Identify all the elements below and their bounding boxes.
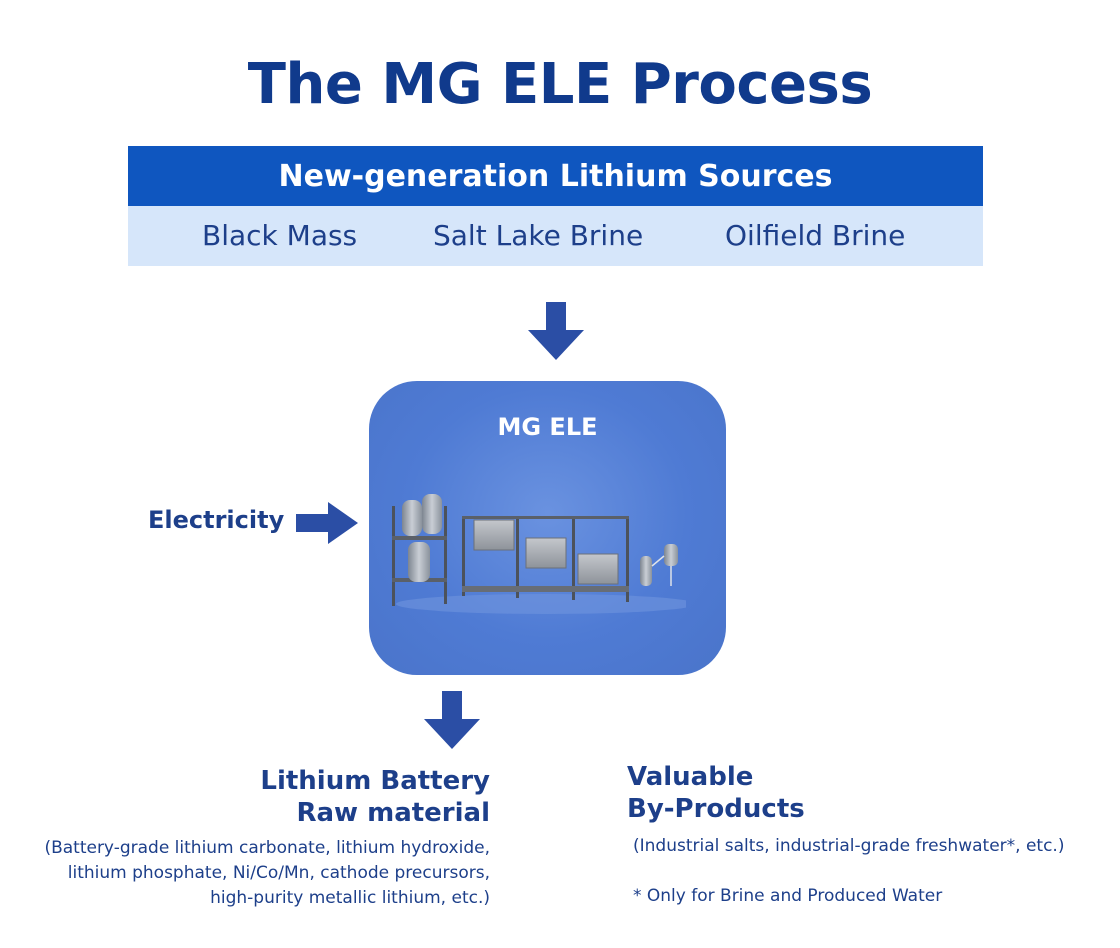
arrow-down-icon <box>528 302 584 360</box>
output-battery-title-line1: Lithium Battery <box>260 766 490 796</box>
battery-note-line2: lithium phosphate, Ni/Co/Mn, cathode pre… <box>67 863 490 883</box>
process-label: MG ELE <box>497 413 598 441</box>
battery-note-line3: high-purity metallic lithium, etc.) <box>210 888 490 908</box>
output-battery-note: (Battery-grade lithium carbonate, lithiu… <box>20 836 490 911</box>
output-byproducts-title-line1: Valuable <box>627 762 754 792</box>
sources-row: Black Mass Salt Lake Brine Oilfield Brin… <box>128 206 983 266</box>
source-salt-lake-brine: Salt Lake Brine <box>433 219 644 252</box>
source-black-mass: Black Mass <box>202 219 358 252</box>
output-byproducts-title: Valuable By-Products <box>627 761 805 825</box>
source-oilfield-brine: Oilfield Brine <box>725 219 906 252</box>
footnote: * Only for Brine and Produced Water <box>633 886 943 906</box>
electricity-label: Electricity <box>148 506 285 534</box>
output-battery-title-line2: Raw material <box>296 798 490 828</box>
equipment-illustration <box>392 494 686 614</box>
arrow-down-icon <box>424 691 480 749</box>
page-title: The MG ELE Process <box>247 52 873 117</box>
battery-note-line1: (Battery-grade lithium carbonate, lithiu… <box>44 838 490 858</box>
output-byproducts-note: (Industrial salts, industrial-grade fres… <box>633 836 1065 856</box>
output-battery-title: Lithium Battery Raw material <box>200 765 490 829</box>
output-byproducts-title-line2: By-Products <box>627 794 805 824</box>
arrow-right-icon <box>296 502 358 544</box>
sources-header: New-generation Lithium Sources <box>128 146 983 206</box>
